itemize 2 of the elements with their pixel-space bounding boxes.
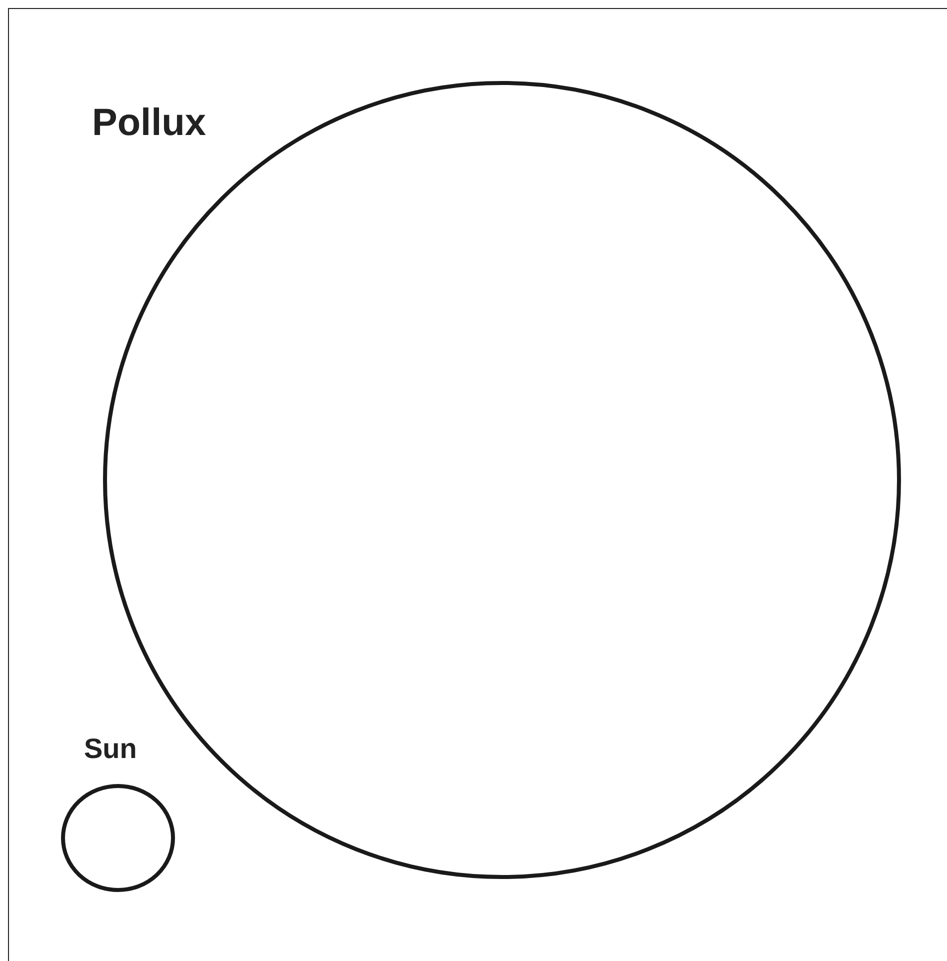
star-name: Sun (84, 733, 137, 765)
star-name: Pollux (92, 102, 206, 145)
